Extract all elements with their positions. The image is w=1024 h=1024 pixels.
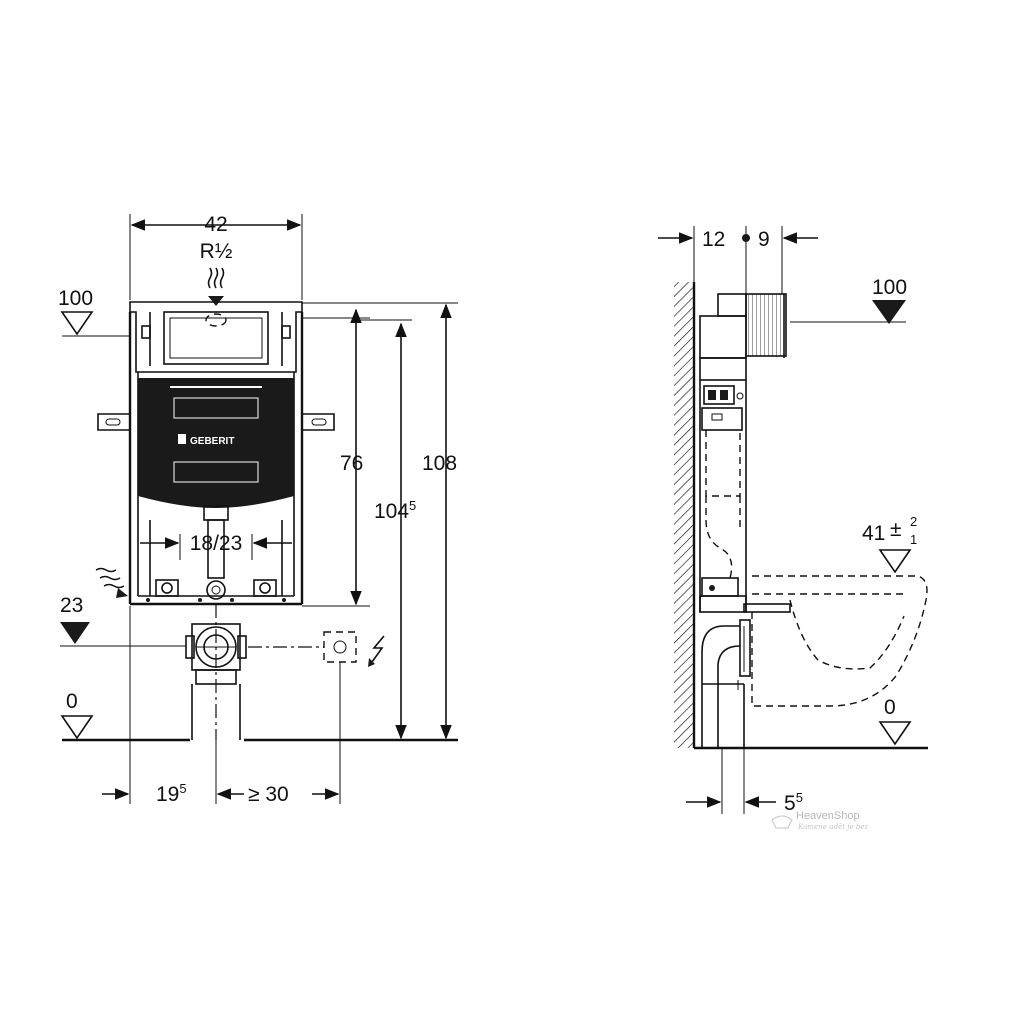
geberit-logo: GEBERIT — [190, 436, 234, 447]
water-supply-icon — [207, 267, 225, 306]
level-0-marker-front: 0 — [60, 690, 458, 742]
level-100-marker: 100 — [58, 287, 130, 337]
svg-text:12: 12 — [702, 228, 725, 251]
svg-text:9: 9 — [758, 228, 770, 251]
front-view: 42 R½ 100 — [58, 213, 458, 806]
mounting-bolts — [146, 579, 286, 602]
svg-text:0: 0 — [66, 690, 78, 713]
svg-text:100: 100 — [872, 276, 907, 299]
drain-pipe — [185, 604, 247, 740]
svg-text:HeavenShop: HeavenShop — [796, 810, 860, 822]
svg-text:41: 41 — [862, 522, 885, 545]
svg-text:18/23: 18/23 — [190, 532, 243, 555]
bottom-offsets: 195 ≥ 30 — [102, 606, 341, 806]
cistern-frame: GEBERIT — [97, 301, 335, 606]
outlet-elbow — [701, 619, 751, 748]
waste-water-icon — [95, 567, 128, 598]
svg-text:108: 108 — [422, 452, 457, 475]
svg-text:1045: 1045 — [374, 498, 416, 523]
side-view: 12 9 100 — [658, 226, 928, 831]
offset-5-5: 55 — [686, 748, 803, 815]
pipe-thread-label: R½ — [200, 240, 233, 263]
svg-text:Kamene udět je bez: Kamene udět je bez — [797, 823, 868, 831]
svg-text:55: 55 — [784, 790, 803, 815]
level-0-marker-side: 0 — [694, 696, 928, 750]
dimension-108: 108 — [422, 303, 457, 740]
svg-text:100: 100 — [58, 287, 93, 310]
level-23-marker: 23 — [60, 594, 186, 647]
dimension-104-5: 1045 — [356, 319, 416, 740]
wc-bowl — [751, 575, 928, 707]
svg-text:1: 1 — [910, 532, 917, 547]
svg-text:2: 2 — [910, 514, 917, 529]
svg-text:≥ 30: ≥ 30 — [248, 783, 289, 806]
seat-height-marker: 41 ± 2 1 — [862, 514, 917, 574]
frame-side — [699, 293, 791, 613]
dimension-76: 76 — [302, 308, 370, 607]
svg-text:195: 195 — [156, 781, 187, 806]
svg-text:0: 0 — [884, 696, 896, 719]
width-dimension: 42 R½ — [129, 213, 303, 300]
electrical-connection — [248, 631, 385, 667]
depth-dimension: 12 9 — [658, 226, 818, 294]
svg-text:±: ± — [890, 518, 902, 541]
svg-text:23: 23 — [60, 594, 83, 617]
width-label: 42 — [204, 213, 227, 236]
wall — [674, 282, 696, 748]
fixing-spacing-dimension: 18/23 — [140, 532, 292, 560]
level-100-marker-side: 100 — [790, 276, 907, 324]
watermark: HeavenShop Kamene udět je bez — [771, 810, 868, 831]
svg-text:76: 76 — [340, 452, 363, 475]
